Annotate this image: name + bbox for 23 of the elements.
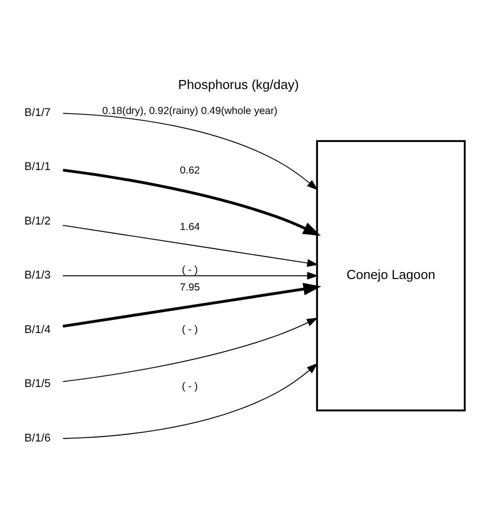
edge-label: ( - ) [182, 324, 198, 336]
edge-label: 7.95 [180, 282, 200, 294]
arrow [62, 282, 322, 328]
node-text: B/1/6 [24, 432, 51, 444]
node-text: B/1/4 [24, 324, 51, 336]
arrow [62, 318, 318, 382]
arrow [62, 363, 318, 439]
node-text: B/1/2 [24, 215, 51, 228]
diagram-title: Phosphorus (kg/day) [178, 76, 299, 92]
edge-label: 0.62 [180, 166, 200, 177]
edge-label: 0.18(dry), 0.92(rainy) 0.49(whole year) [102, 106, 278, 117]
arrow [62, 168, 321, 236]
edge-label: ( - ) [182, 264, 198, 276]
edge-label: 1.64 [180, 222, 200, 233]
edge-label: ( - ) [182, 382, 198, 393]
node-text: B/1/5 [24, 378, 51, 390]
arrow [62, 112, 318, 190]
arrow [62, 224, 318, 267]
node-box: Conejo Lagoon [316, 140, 466, 412]
node-text: B/1/1 [24, 161, 51, 174]
arrow [62, 272, 318, 280]
node-text: B/1/7 [24, 106, 51, 119]
node-text: B/1/3 [24, 270, 51, 282]
